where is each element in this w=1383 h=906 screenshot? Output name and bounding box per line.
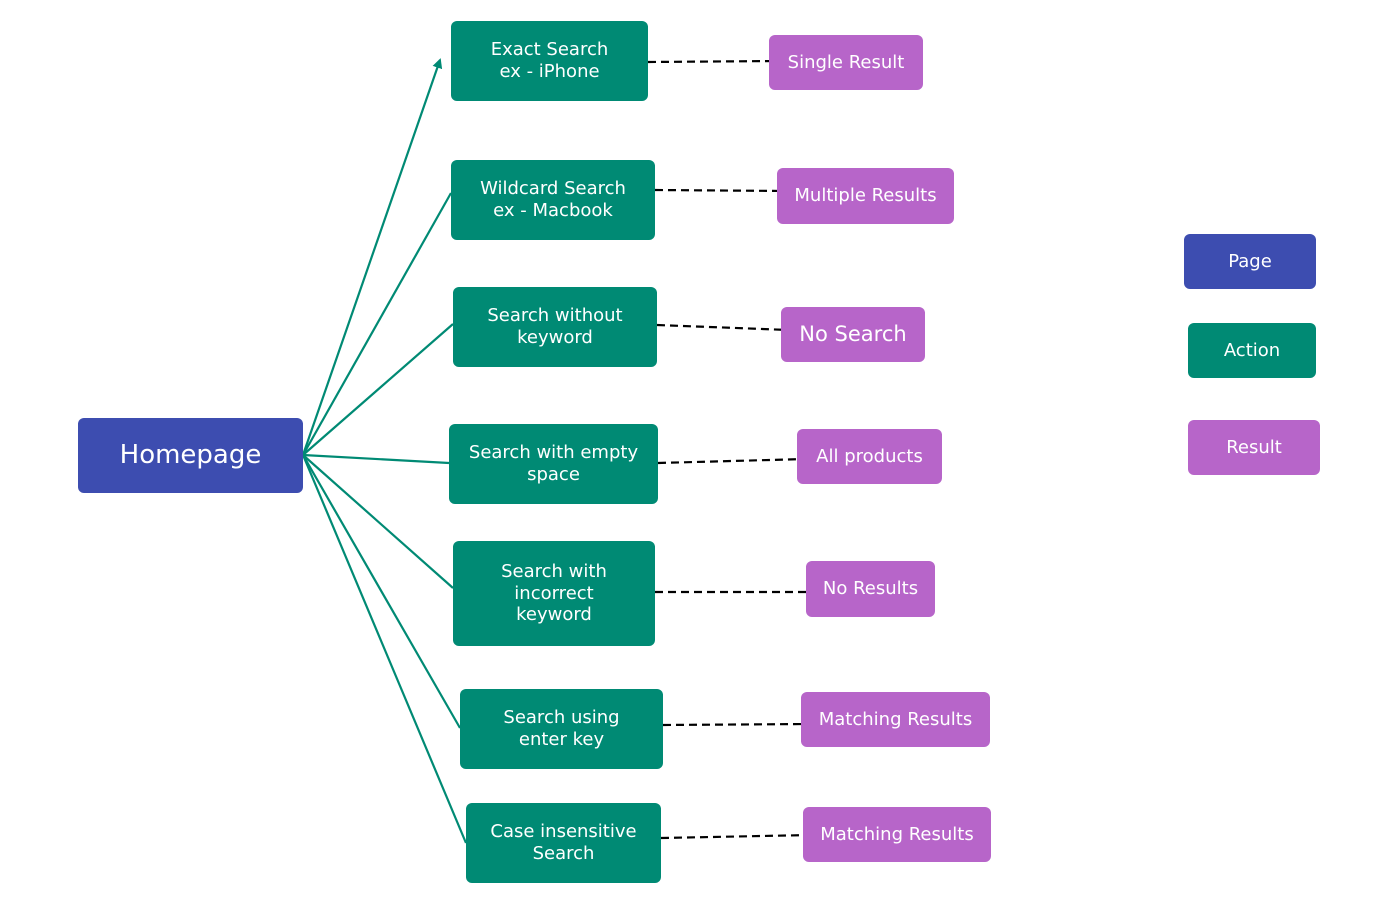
result-no-results: No Results	[806, 561, 935, 617]
legend-result: Result	[1188, 420, 1320, 475]
result-no-search: No Search	[781, 307, 925, 362]
homepage-node: Homepage	[78, 418, 303, 493]
action-search-using-enter-key: Search using enter key	[460, 689, 663, 769]
legend-action: Action	[1188, 323, 1316, 378]
action-search-with-empty-space: Search with empty space	[449, 424, 658, 504]
connector-homepage-to-action-3	[302, 323, 454, 456]
connector-action-2-to-result-2	[654, 185, 788, 196]
connector-action-6-to-result-6	[662, 719, 812, 730]
result-multiple-results: Multiple Results	[777, 168, 954, 224]
connector-homepage-to-action-4	[302, 453, 450, 465]
connector-homepage-to-action-6	[302, 454, 461, 729]
connector-homepage-to-action-2	[302, 192, 452, 456]
result-all-products: All products	[797, 429, 942, 484]
connector-action-7-to-result-7	[660, 830, 814, 841]
connector-homepage-to-action-1	[301, 58, 443, 456]
result-matching-results-1: Matching Results	[801, 692, 990, 747]
legend-page: Page	[1184, 234, 1316, 289]
action-search-without-keyword: Search without keyword	[453, 287, 657, 367]
action-case-insensitive-search: Case insensitive Search	[466, 803, 661, 883]
connector-action-1-to-result-1	[647, 56, 780, 67]
connector-action-3-to-result-3	[656, 323, 791, 335]
connector-homepage-to-action-5	[302, 454, 454, 589]
connector-homepage-to-action-7	[301, 454, 468, 844]
result-matching-results-2: Matching Results	[803, 807, 991, 862]
action-wildcard-search: Wildcard Search ex - Macbook	[451, 160, 655, 240]
connector-action-4-to-result-4	[657, 454, 808, 465]
result-single-result: Single Result	[769, 35, 923, 90]
action-exact-search: Exact Search ex - iPhone	[451, 21, 648, 101]
action-search-with-incorrect-keyword: Search with incorrect keyword	[453, 541, 655, 646]
